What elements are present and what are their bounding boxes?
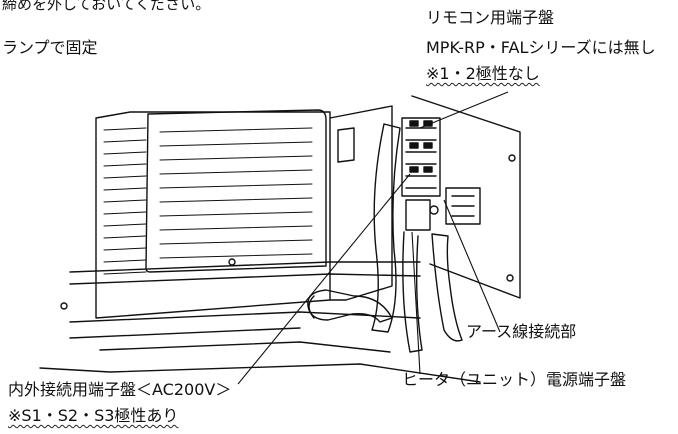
cable-pipe-right xyxy=(431,233,463,342)
remote-terminal-block xyxy=(401,117,441,197)
cable-pipe-mid xyxy=(402,231,423,353)
bottom-rail-4 xyxy=(69,327,301,339)
unit-body-outline xyxy=(95,111,331,319)
label-remote-terminal-title: リモコン用端子盤 xyxy=(426,8,555,27)
grille-lines xyxy=(103,127,313,275)
front-panel xyxy=(145,109,327,273)
leader-inout xyxy=(237,173,411,385)
label-remote-terminal-note: MPK-RP・FALシリーズには無し xyxy=(426,38,656,57)
label-lamp-fixed: ランプで固定 xyxy=(2,38,98,57)
drain-elbow xyxy=(307,289,393,323)
bottom-rail-5 xyxy=(99,341,391,353)
bottom-rail-2 xyxy=(69,273,421,285)
leader-lines xyxy=(237,91,509,385)
leader-remote-terminal xyxy=(419,91,509,129)
leader-heater xyxy=(411,231,421,375)
bottom-rail-1 xyxy=(69,261,421,273)
heater-terminal-block xyxy=(405,187,481,231)
label-heater-terminal: ヒータ（ユニット）電源端子盤 xyxy=(402,370,627,389)
side-bracket xyxy=(329,105,393,301)
leader-earth xyxy=(443,199,501,333)
label-earth-connection: アース線接続部 xyxy=(466,322,577,341)
label-top-partial: 締めを外しておいてください。 xyxy=(2,0,211,13)
label-remote-terminal-polarity: ※1・2極性なし xyxy=(426,64,540,83)
cable-pipe-left xyxy=(371,123,401,333)
bottom-rail-3 xyxy=(69,311,421,323)
terminal-box-plate xyxy=(411,95,521,299)
label-inout-polarity: ※S1・S2・S3極性あり xyxy=(8,406,179,425)
label-inout-terminal: 内外接続用端子盤＜AC200V＞ xyxy=(8,380,232,399)
